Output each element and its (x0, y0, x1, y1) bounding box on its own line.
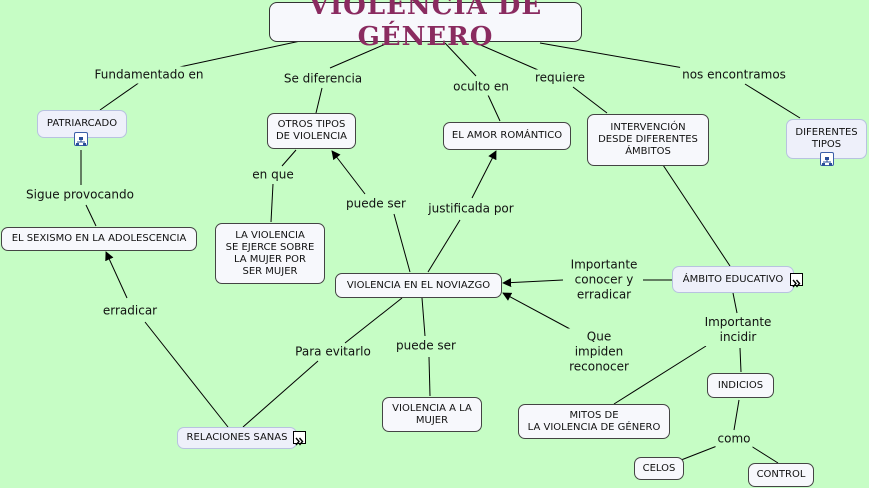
arrow-puedeser-otros (331, 150, 366, 195)
arrow-erradicar-sexismo (105, 251, 128, 299)
line-como-control (750, 445, 779, 464)
line-otros-enque (281, 149, 297, 167)
line-enque-laviolencia (270, 183, 274, 223)
double-chevron-right-icon[interactable] (293, 431, 306, 446)
line-relaciones-erradicar (144, 321, 229, 428)
node-otros-tipos[interactable]: OTROS TIPOS DE VIOLENCIA (267, 113, 356, 149)
link-importante-conocer[interactable]: Importante conocer y erradicar (568, 256, 640, 304)
line-oculto-amor (487, 94, 501, 122)
line-requiere-intervencion (572, 86, 608, 114)
link-sigue-provocando[interactable]: Sigue provocando (24, 186, 136, 204)
link-que-impiden[interactable]: Que impiden reconocer (567, 328, 631, 376)
link-nos-encontramos[interactable]: nos encontramos (680, 66, 788, 84)
line-noviazgo-puedeser (393, 213, 411, 273)
link-requiere[interactable]: requiere (532, 69, 588, 87)
line-title-diferencia (329, 42, 389, 69)
node-la-violencia-se-ejerce[interactable]: LA VIOLENCIA SE EJERCE SOBRE LA MUJER PO… (215, 223, 325, 284)
node-mitos[interactable]: MITOS DE LA VIOLENCIA DE GÉNERO (518, 404, 670, 439)
line-nos-diferentes (744, 83, 801, 119)
line-title-fundamentado (174, 39, 306, 69)
line-ambito-incidir (732, 292, 738, 314)
line-incidir-indicios (739, 347, 742, 373)
link-fundamentado-en[interactable]: Fundamentado en (92, 66, 206, 84)
node-violencia-mujer[interactable]: VIOLENCIA A LA MUJER (382, 397, 482, 432)
line-diferencia-otros (315, 87, 323, 114)
node-violencia-noviazgo[interactable]: VIOLENCIA EN EL NOVIAZGO (335, 273, 502, 298)
submap-icon[interactable] (820, 152, 834, 166)
line-parae-relaciones (242, 360, 319, 428)
line-title-requiere (475, 42, 546, 74)
link-justificada-por[interactable]: justificada por (426, 200, 516, 218)
arrow-impiden-noviazgo (502, 292, 571, 330)
arrow-justificada-amor (471, 150, 497, 199)
node-intervencion[interactable]: INTERVENCIÓN DESDE DIFERENTES ÁMBITOS (587, 114, 709, 166)
node-relaciones-sanas[interactable]: RELACIONES SANAS (177, 427, 297, 449)
line-sigue-sexismo (85, 204, 97, 227)
link-erradicar[interactable]: erradicar (100, 302, 160, 320)
link-como[interactable]: como (715, 430, 753, 448)
line-noviazgo-justificada (427, 219, 461, 273)
line-fundamentado-patriarcado (99, 81, 141, 111)
line-title-oculto (444, 42, 477, 77)
node-sexismo[interactable]: EL SEXISMO EN LA ADOLESCENCIA (1, 227, 197, 251)
node-celos[interactable]: CELOS (634, 457, 684, 480)
link-en-que[interactable]: en que (250, 166, 296, 184)
node-indicios[interactable]: INDICIOS (707, 373, 774, 398)
link-puede-ser-mujer[interactable]: puede ser (394, 337, 458, 355)
link-oculto-en[interactable]: oculto en (451, 78, 511, 96)
node-control[interactable]: CONTROL (748, 463, 814, 487)
line-puedeser2-violenciamujer (428, 356, 431, 397)
line-intervencion-ambito (662, 164, 731, 267)
node-amor-romantico[interactable]: EL AMOR ROMÁNTICO (443, 122, 571, 150)
line-noviazgo-parae (344, 297, 403, 344)
node-ambito-educativo[interactable]: ÁMBITO EDUCATIVO (672, 266, 794, 293)
line-title-nos (539, 42, 696, 71)
link-importante-incidir[interactable]: Importante incidir (702, 314, 774, 346)
link-puede-ser-otros[interactable]: puede ser (344, 195, 408, 213)
line-noviazgo-puedeser2 (421, 297, 426, 337)
link-para-evitarlo[interactable]: Para evitarlo (293, 343, 373, 361)
double-chevron-right-icon[interactable] (790, 273, 803, 288)
map-title[interactable]: VIOLENCIA DE GÉNERO (269, 0, 582, 52)
arrow-conocer-noviazgo (502, 278, 564, 288)
line-indicios-como (733, 399, 740, 431)
line-incidir-mitos (613, 345, 707, 405)
link-se-diferencia[interactable]: Se diferencia (281, 70, 365, 88)
submap-icon[interactable] (74, 132, 88, 146)
